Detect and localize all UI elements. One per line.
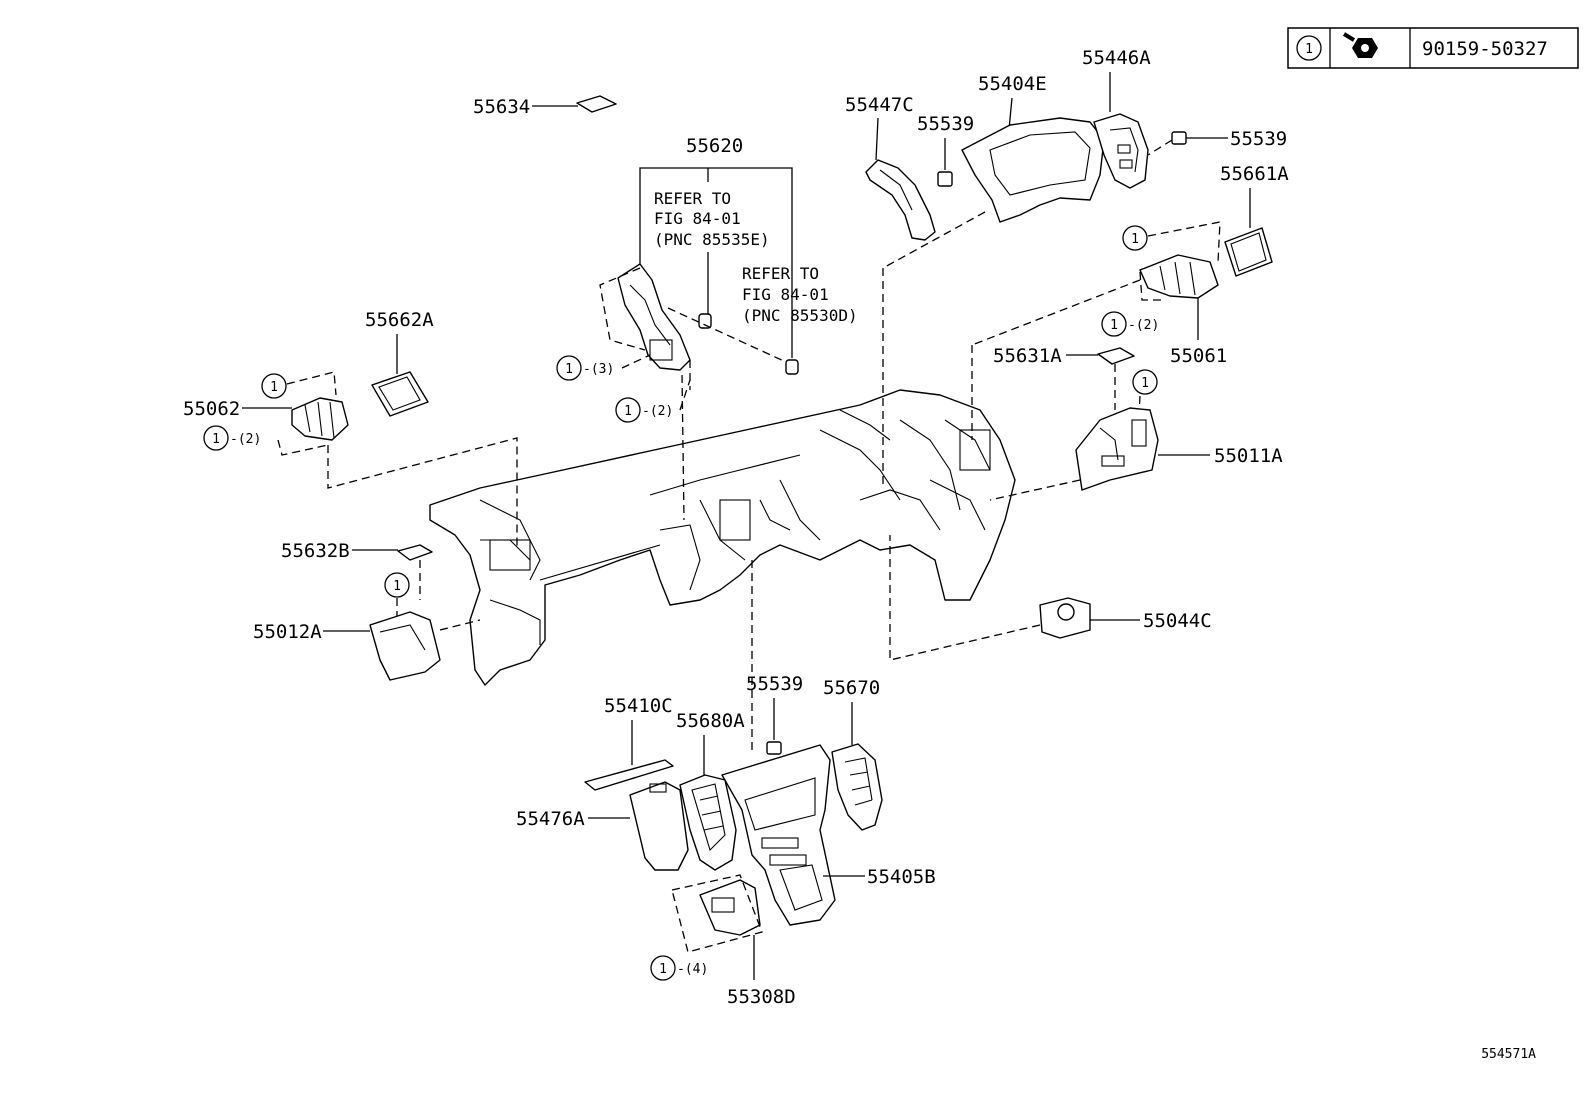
- label-55405B: 55405B: [867, 866, 936, 888]
- lower-panel-55012A: [369, 611, 441, 681]
- instrument-panel-frame: [429, 389, 1016, 686]
- refer-note-85530d: REFER TO FIG 84-01 (PNC 85530D): [742, 264, 858, 325]
- label-55632B: 55632B: [281, 540, 350, 562]
- ref2-line2: FIG 84-01: [742, 285, 829, 304]
- label-55539-center: 55539: [746, 673, 803, 695]
- label-55012A: 55012A: [253, 621, 322, 643]
- label-55680A: 55680A: [676, 710, 745, 732]
- clip-55539-center: [766, 741, 782, 755]
- bezel-55662A: [371, 371, 429, 417]
- label-55061: 55061: [1170, 345, 1227, 367]
- ref1-line1: REFER TO: [654, 189, 731, 208]
- label-55539-top: 55539: [917, 113, 974, 135]
- label-55662A: 55662A: [365, 309, 434, 331]
- label-55476A: 55476A: [516, 808, 585, 830]
- pad-55631A: [1097, 347, 1135, 365]
- label-55404E: 55404E: [978, 73, 1047, 95]
- label-55661A: 55661A: [1220, 163, 1289, 185]
- callout-1-d: 1: [1110, 318, 1118, 333]
- clip-55539-right: [1171, 131, 1187, 145]
- label-55044C: 55044C: [1143, 610, 1212, 632]
- clip-55539-top: [937, 171, 953, 187]
- label-55631A: 55631A: [993, 345, 1062, 367]
- callout-1-g: 1: [212, 432, 220, 447]
- callout-1-e: 1: [1141, 376, 1149, 391]
- label-55447C: 55447C: [845, 94, 914, 116]
- label-55446A: 55446A: [1082, 47, 1151, 69]
- callout-1-b: 1: [624, 404, 632, 419]
- callout-1-h: 1: [393, 579, 401, 594]
- label-55062: 55062: [183, 398, 240, 420]
- pad-55632B: [397, 544, 433, 561]
- vent-55670: [831, 743, 883, 831]
- label-55410C: 55410C: [604, 695, 673, 717]
- callout-qty3: -(3): [583, 362, 614, 377]
- callout-qty2-d: -(2): [1128, 318, 1159, 333]
- switch-panel-55446A: [1093, 113, 1149, 189]
- legend-table: 1 90159-50327: [1287, 27, 1579, 69]
- ref2-line1: REFER TO: [742, 264, 819, 283]
- callout-1-c: 1: [1131, 232, 1139, 247]
- lower-panel-55011A: [1075, 407, 1159, 491]
- strip-55410C: [584, 759, 674, 791]
- figure-id: 554571A: [1481, 1047, 1536, 1062]
- center-panel-55405B: [721, 744, 836, 926]
- pad-55634: [576, 95, 617, 113]
- callout-qty2-g: -(2): [230, 432, 261, 447]
- legend-part-number: 90159-50327: [1422, 38, 1548, 60]
- label-55539-right: 55539: [1230, 128, 1287, 150]
- vent-55061: [1139, 254, 1219, 299]
- connector-85535e: [698, 313, 712, 329]
- refer-note-85535e: REFER TO FIG 84-01 (PNC 85535E): [654, 189, 770, 249]
- ref2-line3: (PNC 85530D): [742, 306, 858, 325]
- callout-qty4: -(4): [677, 962, 708, 977]
- callout-1-a: 1: [565, 362, 573, 377]
- bezel-55661A: [1224, 227, 1273, 277]
- label-55670: 55670: [823, 677, 880, 699]
- connector-85530d: [785, 359, 799, 375]
- side-panel-55476A: [629, 781, 689, 871]
- callout-1-i: 1: [659, 962, 667, 977]
- vent-55062: [291, 397, 349, 441]
- bracket-55447C: [865, 159, 936, 241]
- vent-55680A: [679, 774, 737, 871]
- cluster-panel-55404E: [961, 117, 1105, 223]
- label-55308D: 55308D: [727, 986, 796, 1008]
- ref1-line2: FIG 84-01: [654, 209, 741, 228]
- callout-1-f: 1: [270, 380, 278, 395]
- callout-qty2-b: -(2): [642, 404, 673, 419]
- ref1-line3: (PNC 85535E): [654, 230, 770, 249]
- label-55620: 55620: [686, 135, 743, 157]
- bracket-55620: [617, 263, 691, 371]
- switch-55044C: [1039, 597, 1091, 639]
- label-55634: 55634: [473, 96, 530, 118]
- switch-base-55308D: [699, 879, 761, 936]
- legend-key: 1: [1305, 42, 1313, 57]
- bolt-icon: [1342, 32, 1378, 58]
- label-55011A: 55011A: [1214, 445, 1283, 467]
